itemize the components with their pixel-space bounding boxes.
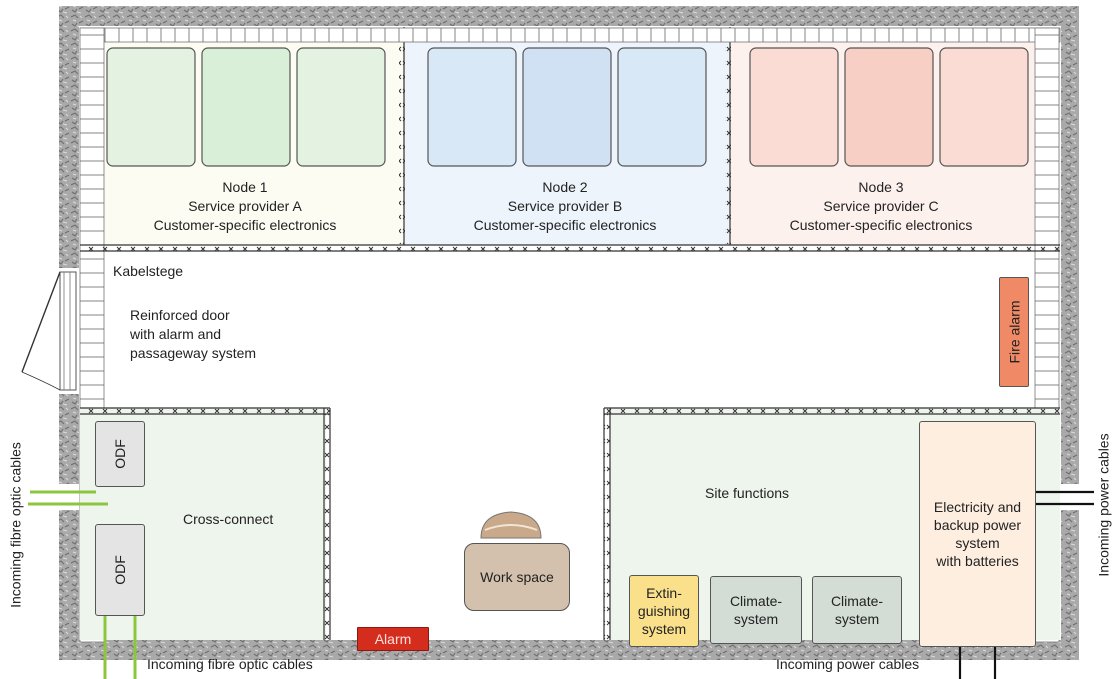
node-2-name: Node 2 bbox=[542, 179, 588, 195]
power-line-2: backup power bbox=[933, 517, 1022, 533]
power-line-3: system bbox=[955, 535, 1000, 551]
node-1-racks bbox=[106, 47, 386, 167]
power-cables-bottom-label: Incoming power cables bbox=[776, 656, 920, 672]
odf-top: ODF bbox=[95, 421, 145, 487]
node-3-desc: Customer-specific electronics bbox=[789, 217, 973, 233]
work-space-label: Work space bbox=[480, 569, 554, 585]
door-icon bbox=[21, 271, 77, 391]
climate-system-1: Climate- system bbox=[710, 576, 802, 644]
door-label-line-1: Reinforced door bbox=[130, 307, 230, 323]
node-1-name: Node 1 bbox=[222, 179, 268, 195]
alarm-label: Alarm bbox=[374, 631, 412, 647]
power-cables-right-label: Incoming power cables bbox=[1095, 433, 1112, 577]
fibre-cables-bottom-label: Incoming fibre optic cables bbox=[147, 656, 313, 672]
node-3-provider: Service provider C bbox=[823, 198, 939, 214]
extinguishing-line-3: system bbox=[641, 621, 687, 637]
door-label-line-2: with alarm and bbox=[130, 326, 222, 342]
extinguishing-system: Extin- guishing system bbox=[629, 575, 699, 647]
door-label-line-3: passageway system bbox=[130, 345, 257, 361]
climate-2-line-1: Climate- bbox=[830, 593, 884, 609]
chair-icon bbox=[480, 511, 542, 539]
cable-tray-label: Kabelstege bbox=[113, 263, 184, 279]
power-line-4: with batteries bbox=[936, 553, 1019, 569]
extinguishing-line-2: guishing bbox=[637, 603, 691, 619]
node-3-name: Node 3 bbox=[858, 179, 904, 195]
fibre-cables-left-label: Incoming fibre optic cables bbox=[7, 442, 24, 608]
cross-connect-label: Cross-connect bbox=[183, 511, 274, 527]
alarm-box: Alarm bbox=[357, 627, 429, 651]
node-2-provider: Service provider B bbox=[507, 198, 623, 214]
fire-alarm: Fire alarm bbox=[999, 277, 1029, 387]
climate-1-line-1: Climate- bbox=[729, 593, 783, 609]
extinguishing-line-1: Extin- bbox=[646, 585, 682, 601]
node-2-racks bbox=[427, 47, 707, 167]
node-1-label: Node 1 Service provider A Customer-speci… bbox=[145, 178, 345, 235]
node-1-provider: Service provider A bbox=[188, 198, 302, 214]
power-system: Electricity and backup power system with… bbox=[919, 421, 1036, 647]
node-3-racks bbox=[749, 47, 1029, 167]
odf-bottom-label: ODF bbox=[112, 555, 128, 585]
node-2-label: Node 2 Service provider B Customer-speci… bbox=[465, 178, 665, 235]
node-3-label: Node 3 Service provider C Customer-speci… bbox=[781, 178, 981, 235]
node-1-desc: Customer-specific electronics bbox=[153, 217, 337, 233]
door-label: Reinforced door with alarm and passagewa… bbox=[130, 306, 256, 363]
odf-top-label: ODF bbox=[112, 439, 128, 469]
site-functions-label: Site functions bbox=[705, 485, 790, 501]
climate-2-line-2: system bbox=[834, 611, 880, 627]
fire-alarm-label: Fire alarm bbox=[1006, 300, 1023, 364]
climate-system-2: Climate- system bbox=[812, 576, 902, 644]
odf-bottom: ODF bbox=[95, 524, 145, 616]
work-space-table: Work space bbox=[464, 543, 570, 611]
node-fence bbox=[80, 244, 1060, 252]
fibre-cables bbox=[28, 490, 137, 679]
power-line-1: Electricity and bbox=[933, 499, 1022, 515]
climate-1-line-2: system bbox=[733, 611, 779, 627]
node-2-desc: Customer-specific electronics bbox=[473, 217, 657, 233]
